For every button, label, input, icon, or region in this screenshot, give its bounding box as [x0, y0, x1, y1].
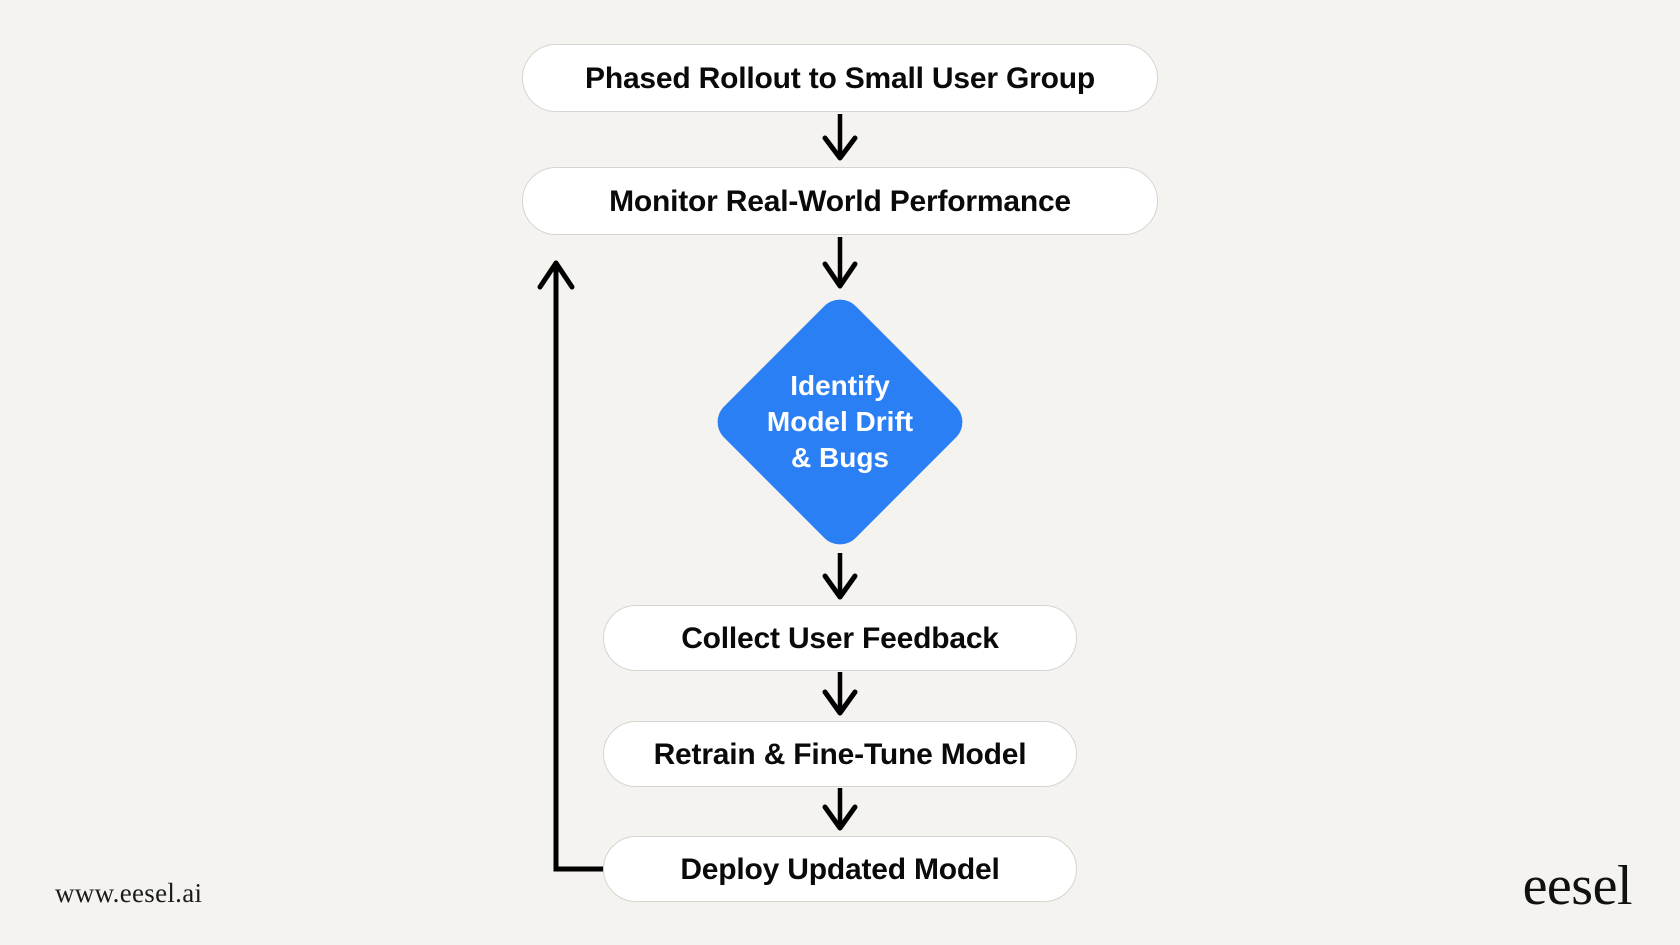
node-retrain-model-label: Retrain & Fine-Tune Model	[653, 737, 1027, 771]
node-phased-rollout[interactable]: Phased Rollout to Small User Group	[522, 44, 1158, 112]
node-identify-drift-label: Identify Model Drift & Bugs	[766, 370, 914, 473]
node-deploy-model-label: Deploy Updated Model	[680, 852, 1000, 886]
node-collect-feedback-label: Collect User Feedback	[681, 621, 999, 655]
node-monitor-performance-label: Monitor Real-World Performance	[609, 184, 1071, 218]
edge-collect-feedback-to-retrain	[822, 672, 858, 716]
node-monitor-performance[interactable]: Monitor Real-World Performance	[522, 167, 1158, 235]
node-retrain-model[interactable]: Retrain & Fine-Tune Model	[603, 721, 1077, 787]
watermark-url: www.eesel.ai	[55, 878, 203, 908]
node-collect-feedback[interactable]: Collect User Feedback	[603, 605, 1077, 671]
node-identify-drift[interactable]: Identify Model Drift & Bugs	[708, 290, 972, 554]
edge-phased-rollout-to-monitor	[822, 114, 858, 161]
node-phased-rollout-label: Phased Rollout to Small User Group	[585, 61, 1095, 95]
node-deploy-model[interactable]: Deploy Updated Model	[603, 836, 1077, 902]
brand-logo: eesel	[1522, 855, 1633, 917]
edge-deploy-to-monitor-loop	[537, 260, 606, 872]
edge-monitor-to-identify-drift	[822, 237, 858, 289]
edge-identify-drift-to-collect-feedback	[822, 553, 858, 600]
edge-retrain-to-deploy	[822, 788, 858, 831]
